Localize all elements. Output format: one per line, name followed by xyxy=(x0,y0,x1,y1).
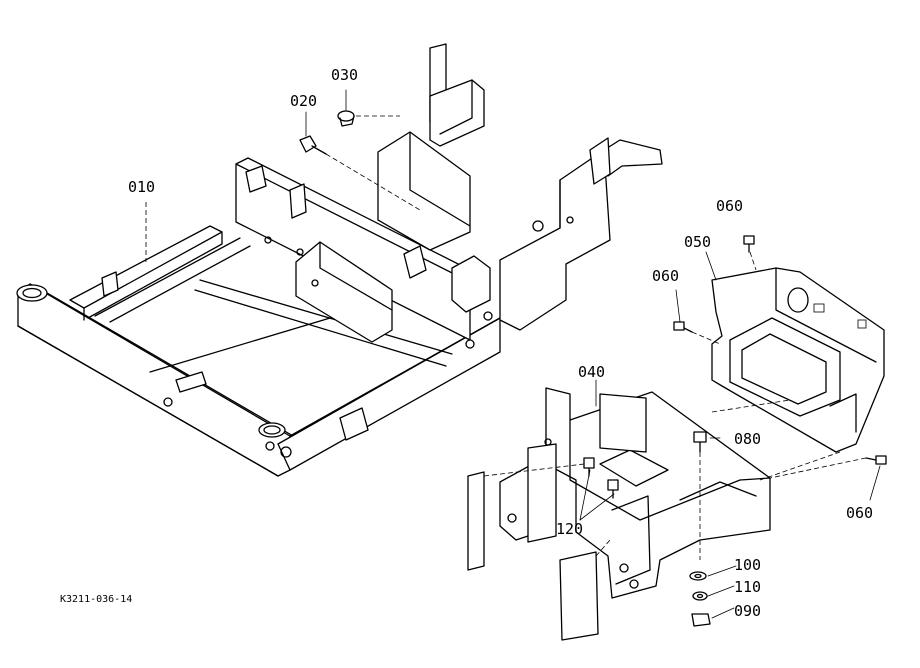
reference-code: K3211-036-14 xyxy=(60,594,132,605)
leader-lines xyxy=(145,89,881,619)
callout-050: 050 xyxy=(684,233,711,251)
bolt-120 xyxy=(583,457,619,499)
callout-030: 030 xyxy=(331,66,358,84)
callout-110: 110 xyxy=(734,578,761,596)
callout-020: 020 xyxy=(290,92,317,110)
callout-060-right: 060 xyxy=(846,504,873,522)
bolt-020 xyxy=(299,135,327,155)
callout-120: 120 xyxy=(556,520,583,538)
washer-100 xyxy=(689,571,707,581)
washer-110 xyxy=(692,591,708,601)
callout-090: 090 xyxy=(734,602,761,620)
callout-040: 040 xyxy=(578,363,605,381)
bolt-060-top xyxy=(743,235,755,253)
bolt-030 xyxy=(337,110,355,127)
callout-100: 100 xyxy=(734,556,761,574)
step-cover xyxy=(711,267,885,453)
callout-080: 080 xyxy=(734,430,761,448)
callout-060-top: 060 xyxy=(716,197,743,215)
main-frame xyxy=(16,43,663,477)
step-bracket xyxy=(467,387,771,641)
nut-090 xyxy=(691,613,711,627)
bolt-060-left xyxy=(673,321,693,333)
callout-010: 010 xyxy=(128,178,155,196)
bolt-060-right xyxy=(865,455,887,465)
callout-060-left: 060 xyxy=(652,267,679,285)
bolt-080 xyxy=(693,431,707,453)
